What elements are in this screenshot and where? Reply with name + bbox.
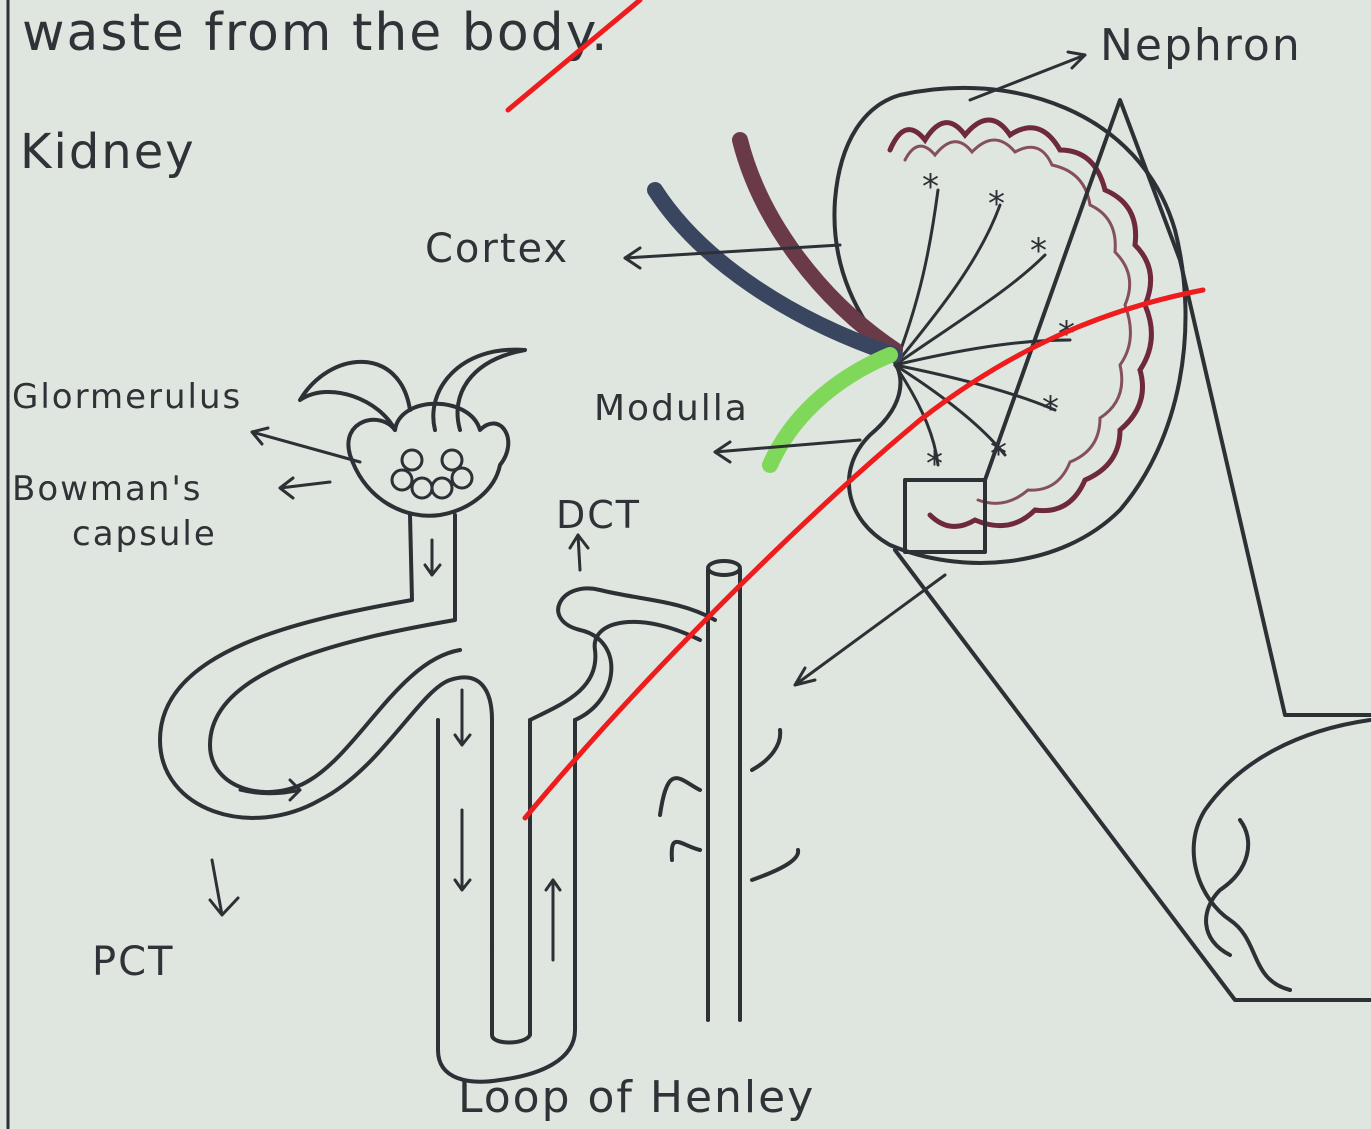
header-text: waste from the body. [22, 3, 610, 63]
loop-of-henle-inner [492, 720, 530, 1043]
svg-text:*: * [988, 184, 1005, 224]
svg-text:*: * [1030, 231, 1047, 271]
label-bowmans-line1: Bowman's [12, 469, 203, 509]
svg-text:*: * [922, 167, 939, 207]
label-bowmans-line2: capsule [72, 514, 217, 554]
efferent-arteriole [433, 350, 525, 430]
label-medulla: Modulla [594, 388, 749, 429]
nephron-highlight-box [905, 480, 985, 552]
bowmans-capsule [348, 404, 508, 516]
kidney-outline [834, 88, 1185, 563]
svg-text:*: * [1042, 389, 1059, 429]
glomerulus [392, 450, 472, 498]
kidney-section: * * * * * * * [655, 88, 1186, 563]
label-glomerulus: Glormerulus [12, 377, 242, 417]
label-pct: PCT [92, 939, 174, 985]
label-dct: DCT [556, 493, 641, 537]
label-cortex: Cortex [425, 226, 569, 272]
nephron-tubule [160, 350, 798, 1082]
label-nephron: Nephron [1100, 20, 1302, 71]
small-kidney-outline [1194, 720, 1370, 990]
heading-kidney: Kidney [20, 124, 196, 180]
pct-inner [210, 515, 460, 792]
dct-inner [530, 622, 700, 720]
afferent-arteriole [300, 362, 410, 430]
dct-outer [558, 588, 715, 720]
ureter [770, 355, 890, 465]
